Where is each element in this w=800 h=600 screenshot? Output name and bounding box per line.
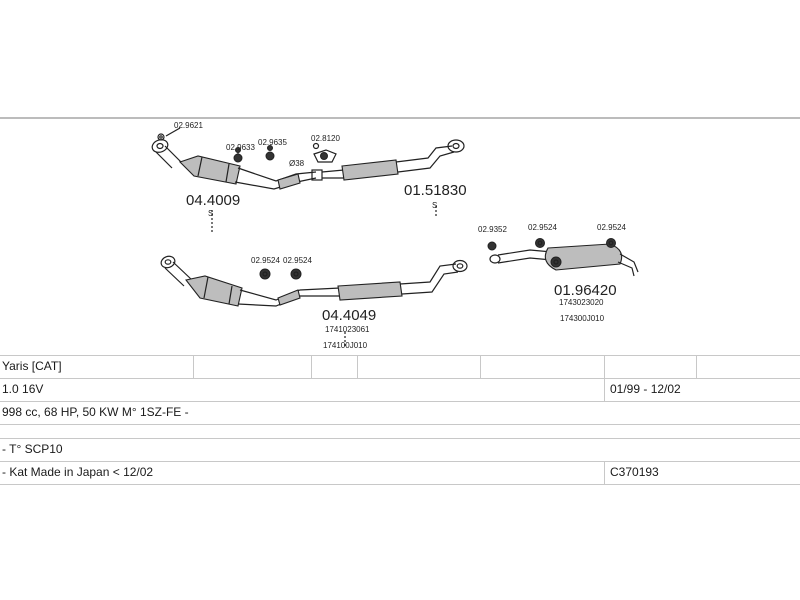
upper-leaders: [165, 127, 437, 232]
rear-hangers: [487, 238, 616, 251]
lower-rear-section: [337, 259, 468, 301]
clamp-label-3: 02.9635: [258, 138, 287, 147]
upper-rear-section: [321, 139, 465, 181]
clamp-size-label: Ø38: [289, 159, 305, 168]
chassis-code: - T° SCP10: [2, 442, 63, 456]
upper-exhaust-system: 02.9621 02.9633 02.9635 02.8120 Ø38 04.4…: [151, 121, 467, 232]
rear-section-code: 01.51830: [404, 182, 467, 199]
diagram-top-border: [0, 117, 800, 119]
rear-silencer-body: [544, 243, 639, 277]
table-row-engine-details: 998 cc, 68 HP, 50 KW M° 1SZ-FE -: [0, 401, 800, 423]
lower-clamp-label-1: 02.9524: [251, 256, 280, 265]
model-name: Yaris [CAT]: [2, 359, 62, 373]
lower-exhaust-system: 02.9524 02.9524 04.4049 1741023061 17410…: [160, 255, 468, 350]
upper-hangers: [157, 133, 337, 163]
engine-details: 998 cc, 68 HP, 50 KW M° 1SZ-FE -: [2, 405, 189, 419]
clamp-label-1: 02.9621: [174, 121, 203, 130]
lower-intermediate-pipe: [237, 287, 341, 307]
rear-oem-ref-1: 1743023020: [559, 298, 604, 307]
lower-catalytic-converter: [185, 275, 243, 307]
engine-name: 1.0 16V: [2, 382, 44, 396]
lower-front-pipe-code: 04.4049: [322, 307, 376, 324]
front-pipe-suffix: S: [208, 209, 213, 218]
lower-oem-ref-2: 174100J010: [323, 341, 368, 350]
reference-code: C370193: [610, 465, 659, 479]
lower-clamp-label-2: 02.9524: [283, 256, 312, 265]
table-row-model: Yaris [CAT]: [0, 355, 800, 377]
upper-front-flange: [151, 139, 182, 169]
rear-silencer: 02.9352 02.9524 02.9524 01.96420 1743023…: [478, 223, 639, 323]
upper-catalytic-converter: [178, 155, 241, 185]
front-pipe-code: 04.4009: [186, 192, 240, 209]
date-range: 01/99 - 12/02: [610, 382, 681, 396]
upper-hanger-3: [265, 145, 275, 161]
rear-section-suffix: S: [432, 201, 437, 210]
rear-clamp-label-3: 02.9524: [597, 223, 626, 232]
rear-clamp-label-1: 02.9352: [478, 225, 507, 234]
lower-oem-ref-1: 1741023061: [325, 325, 370, 334]
table-row-engine: 1.0 16V 01/99 - 12/02: [0, 378, 800, 400]
table-row-chassis: - T° SCP10: [0, 438, 800, 460]
kat-note: - Kat Made in Japan < 12/02: [2, 465, 154, 479]
rear-inlet-flange: [489, 249, 553, 264]
clamp-label-4: 02.8120: [311, 134, 340, 143]
clamp-label-2: 02.9633: [226, 143, 255, 152]
upper-hanger-4: [312, 142, 337, 163]
lower-hangers: [259, 268, 302, 280]
lower-front-flange: [160, 255, 193, 287]
rear-clamp-label-2: 02.9524: [528, 223, 557, 232]
rear-silencer-code: 01.96420: [554, 282, 617, 299]
rear-oem-ref-2: 174300J010: [560, 314, 605, 323]
table-row-note: - Kat Made in Japan < 12/02 C370193: [0, 461, 800, 483]
upper-intermediate-pipe: [234, 167, 323, 190]
